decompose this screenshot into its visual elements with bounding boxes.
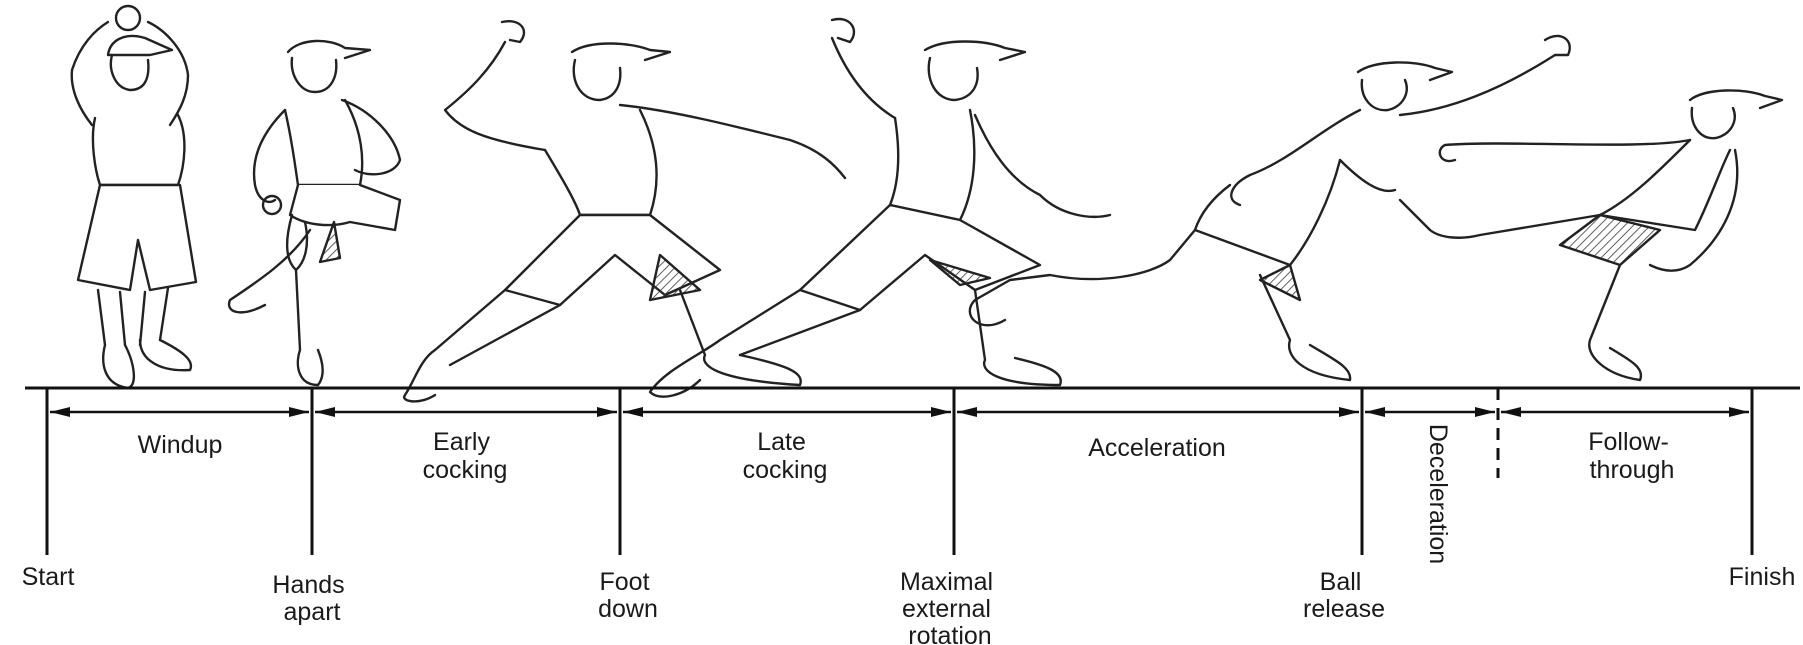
pitcher-late-cocking <box>650 19 1110 397</box>
phase-label-acceleration: Acceleration <box>1088 434 1226 462</box>
pitcher-early-cocking <box>404 21 845 401</box>
pitcher-hands-apart <box>229 41 400 385</box>
event-label-ball-release: Ball release <box>1303 568 1385 623</box>
event-label-foot-down: Foot down <box>598 568 658 623</box>
phase-label-follow-through: Follow- through <box>1588 428 1676 484</box>
event-label-finish: Finish <box>1729 563 1796 591</box>
phase-label-early-cocking: Early cocking <box>423 428 508 484</box>
phase-label-windup: Windup <box>138 431 223 459</box>
pitcher-follow-through <box>1400 90 1782 380</box>
phase-label-deceleration: Deceleration <box>1424 424 1452 564</box>
event-label-start: Start <box>22 563 75 591</box>
phase-label-late-cocking: Late cocking <box>743 428 828 484</box>
pitcher-windup <box>72 6 196 388</box>
event-label-max-ext-rotation: Maximal external rotation <box>900 568 1000 645</box>
event-label-hands-apart: Hands apart <box>272 571 351 626</box>
timeline: Windup Early cocking Late cocking Accele… <box>22 388 1800 645</box>
